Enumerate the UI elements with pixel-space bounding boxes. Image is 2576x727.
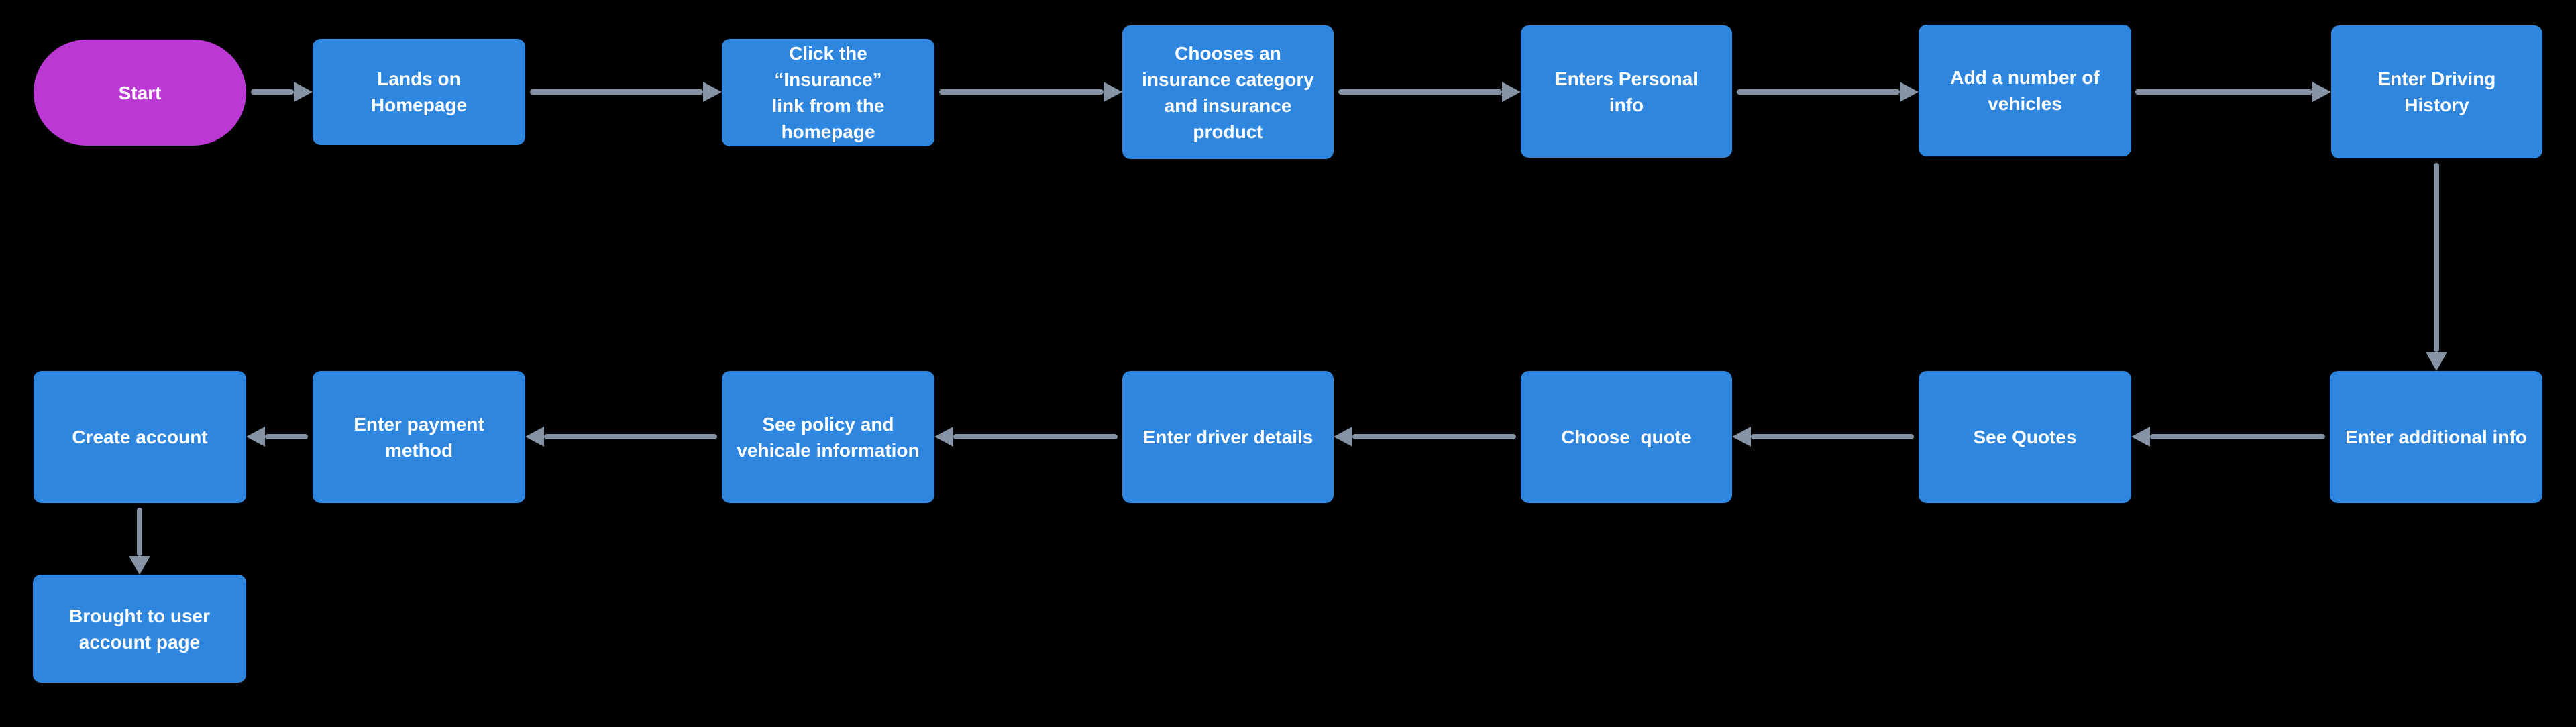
node-start[interactable]: Start	[34, 40, 246, 146]
node-enter-payment-method[interactable]: Enter payment method	[313, 371, 525, 503]
arrow-see-policy-info-to-enter-payment-method[interactable]	[544, 434, 717, 439]
node-add-vehicles[interactable]: Add a number of vehicles	[1919, 25, 2131, 156]
node-lands-on-homepage[interactable]: Lands on Homepage	[313, 39, 525, 145]
node-enter-driver-details[interactable]: Enter driver details	[1122, 371, 1334, 503]
arrow-lands-on-homepage-to-click-insurance-link[interactable]	[530, 89, 703, 95]
node-enter-driving-history[interactable]: Enter Driving History	[2331, 25, 2542, 158]
arrow-enter-driver-details-to-see-policy-info[interactable]	[953, 434, 1118, 439]
node-click-insurance-link[interactable]: Click the “Insurance” link from the home…	[722, 39, 934, 146]
node-see-policy-info[interactable]: See policy and vehicale information	[722, 371, 934, 503]
node-choose-quote[interactable]: Choose quote	[1521, 371, 1732, 503]
node-see-quotes[interactable]: See Quotes	[1919, 371, 2131, 503]
arrow-choose-category-to-enters-personal-info[interactable]	[1338, 89, 1502, 95]
arrow-start-to-lands-on-homepage[interactable]	[251, 89, 294, 95]
node-user-account-page[interactable]: Brought to user account page	[33, 575, 246, 683]
node-enter-additional-info[interactable]: Enter additional info	[2330, 371, 2542, 503]
arrow-add-vehicles-to-enter-driving-history[interactable]	[2135, 89, 2312, 95]
arrow-enters-personal-info-to-add-vehicles[interactable]	[1737, 89, 1900, 95]
node-enters-personal-info[interactable]: Enters Personal info	[1521, 25, 1732, 158]
arrow-enter-payment-method-to-create-account[interactable]	[265, 434, 308, 439]
node-create-account[interactable]: Create account	[34, 371, 246, 503]
arrow-create-account-to-user-account-page[interactable]	[137, 508, 142, 556]
arrow-enter-additional-info-to-see-quotes[interactable]	[2150, 434, 2325, 439]
arrow-click-insurance-link-to-choose-category[interactable]	[939, 89, 1104, 95]
arrow-choose-quote-to-enter-driver-details[interactable]	[1352, 434, 1516, 439]
arrow-enter-driving-history-to-enter-additional-info[interactable]	[2434, 163, 2439, 352]
node-choose-category[interactable]: Chooses an insurance category and insura…	[1122, 25, 1334, 159]
arrow-see-quotes-to-choose-quote[interactable]	[1751, 434, 1914, 439]
